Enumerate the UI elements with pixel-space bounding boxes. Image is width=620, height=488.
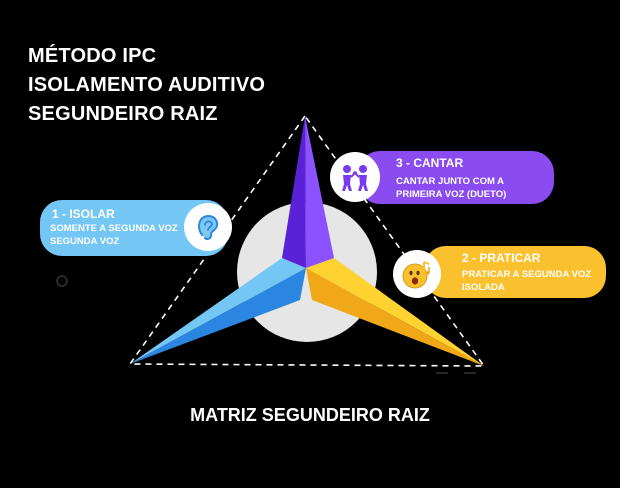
step-isolar-heading: 1 - ISOLAR xyxy=(52,207,115,221)
step-praticar-pill: 2 - PRATICAR PRATICAR A SEGUNDA VOZ ISOL… xyxy=(424,246,606,298)
title-line-1: MÉTODO IPC xyxy=(28,45,157,67)
footer-title: MATRIZ SEGUNDEIRO RAIZ xyxy=(190,405,430,425)
step-cantar-text: CANTAR JUNTO COM A PRIMEIRA VOZ (DUETO) xyxy=(396,176,507,200)
duet-singers-icon xyxy=(342,165,368,191)
arm-yellow-upper xyxy=(306,258,484,366)
arm-blue-lower xyxy=(130,268,306,364)
step-praticar-badge xyxy=(393,250,441,298)
step-praticar-heading: 2 - PRATICAR xyxy=(462,251,541,265)
ear-icon xyxy=(198,214,219,240)
singing-face-icon xyxy=(402,261,430,289)
arm-yellow-lower xyxy=(306,268,484,366)
arm-purple-right xyxy=(305,116,334,268)
title-line-3: SEGUNDEIRO RAIZ xyxy=(28,103,218,125)
arm-purple-left xyxy=(282,116,306,268)
faint-mark xyxy=(56,275,68,287)
step-isolar-badge xyxy=(184,203,232,251)
step-cantar-pill: 3 - CANTAR CANTAR JUNTO COM A PRIMEIRA V… xyxy=(358,151,554,204)
step-cantar-badge xyxy=(330,152,380,202)
step-cantar-heading: 3 - CANTAR xyxy=(396,156,464,170)
step-praticar-text: PRATICAR A SEGUNDA VOZ ISOLADA xyxy=(462,269,592,293)
title-line-2: ISOLAMENTO AUDITIVO xyxy=(28,74,266,96)
step-isolar-text: SOMENTE A SEGUNDA VOZ SEGUNDA VOZ xyxy=(50,223,178,247)
page-title: MÉTODO IPC ISOLAMENTO AUDITIVO SEGUNDEIR… xyxy=(28,42,265,129)
arm-blue-upper xyxy=(130,258,306,364)
